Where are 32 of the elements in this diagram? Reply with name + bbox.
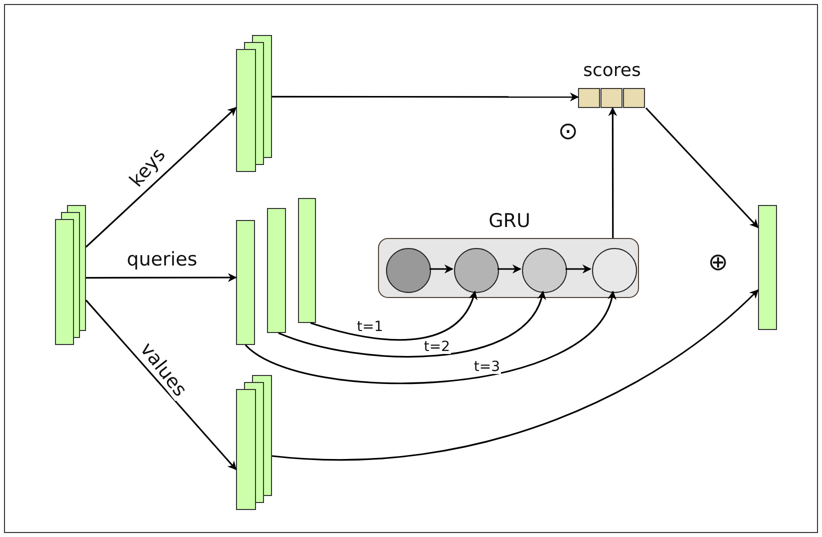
arrow [310,290,477,341]
vector-bar [758,205,777,330]
vector-bar [267,208,286,333]
vector-stack [55,205,86,345]
arrow [85,300,237,470]
edge-label: queries [126,250,198,270]
arrow [272,289,759,460]
arrow [608,107,618,238]
arrow [498,264,522,274]
gru-cell [454,248,498,292]
arrow [245,290,615,384]
vector-bar [298,198,316,323]
gru-cell [592,248,636,292]
gru-cell [386,248,430,292]
edge-label: t=2 [422,340,452,354]
vector-bar [236,220,255,345]
operator-symbol: ⊙ [558,119,578,143]
arrow [278,290,545,358]
arrow [85,107,237,248]
arrow [430,264,454,274]
arrow [645,107,759,228]
node-heading: GRU [488,212,532,231]
vector-stack [236,35,272,172]
node-label: scores [582,62,642,80]
arrow [566,264,592,274]
vector-stack [236,375,272,510]
edge-label: t=1 [356,320,384,334]
edge-label: t=3 [472,360,502,374]
gru-cell [522,248,566,292]
operator-symbol: ⊕ [708,250,728,274]
arrow [86,273,237,282]
arrow [272,92,579,102]
